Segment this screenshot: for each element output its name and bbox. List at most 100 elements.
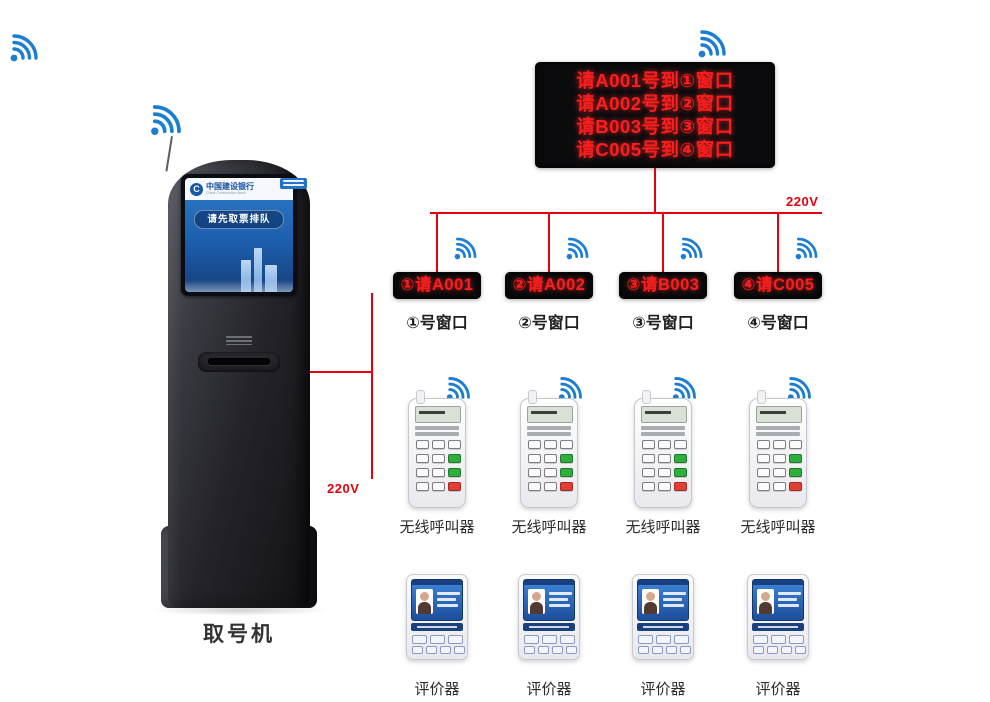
bank-name-en: China Construction Bank	[206, 190, 246, 195]
caller-keypad	[416, 440, 461, 491]
caller-antenna	[642, 390, 651, 404]
window-led-display: ④请C005	[734, 272, 822, 299]
caller-panel-row	[641, 426, 685, 430]
display-line: 请A002号到②窗口	[576, 93, 734, 114]
power-line	[654, 168, 656, 212]
wireless-caller	[408, 390, 466, 508]
wireless-caller	[520, 390, 578, 508]
caller-panel-row	[527, 432, 571, 436]
window-label: ①号窗口	[406, 315, 468, 332]
caller-antenna	[528, 390, 537, 404]
kiosk-power-line	[310, 371, 372, 373]
power-drop-line	[436, 212, 438, 272]
evaluator-buttons	[753, 635, 804, 644]
caller-panel-row	[756, 426, 800, 430]
power-drop-line	[662, 212, 664, 272]
evaluator-screen	[752, 579, 804, 621]
window-label: ④号窗口	[747, 315, 809, 332]
display-line: 请C005号到④窗口	[576, 139, 734, 160]
evaluator-device	[406, 574, 468, 660]
caller-antenna	[416, 390, 425, 404]
caller-panel-row	[756, 432, 800, 436]
wifi-icon	[451, 231, 483, 263]
bank-name: 中国建设银行	[206, 182, 254, 191]
wifi-icon	[784, 370, 818, 404]
evaluator-buttons	[638, 646, 691, 654]
caller-lcd	[756, 406, 802, 423]
caller-lcd	[641, 406, 687, 423]
bank-logo-icon: C	[190, 182, 203, 196]
caller-lcd	[527, 406, 573, 423]
kiosk-screen: C 中国建设银行 China Construction Bank 请先取票排队	[181, 174, 307, 296]
caller-panel-row	[415, 432, 459, 436]
main-led-display: 请A001号到①窗口 请A002号到②窗口 请B003号到③窗口 请C005号到…	[535, 62, 775, 168]
brand-badge	[280, 178, 307, 189]
caller-label: 无线呼叫器	[511, 519, 587, 536]
evaluator-photo	[757, 589, 774, 614]
evaluator-label: 评价器	[755, 681, 801, 698]
bank-header: C 中国建设银行 China Construction Bank	[185, 178, 293, 200]
window-led-display: ②请A002	[505, 272, 593, 299]
evaluator-photo	[416, 589, 433, 614]
evaluator-banner	[411, 623, 463, 631]
wifi-icon	[792, 231, 824, 263]
caller-label: 无线呼叫器	[625, 519, 701, 536]
evaluator-buttons	[412, 635, 463, 644]
display-line: 请A001号到①窗口	[576, 70, 734, 91]
evaluator-buttons	[412, 646, 465, 654]
caller-label: 无线呼叫器	[399, 519, 475, 536]
ticket-kiosk: C 中国建设银行 China Construction Bank 请先取票排队	[161, 160, 317, 608]
caller-lcd	[415, 406, 461, 423]
kiosk-power-line	[371, 293, 373, 479]
building-graphic	[254, 248, 262, 292]
caller-keypad	[528, 440, 573, 491]
evaluator-screen	[411, 579, 463, 621]
caller-keypad	[757, 440, 802, 491]
printer-vent	[226, 336, 252, 345]
evaluator-buttons	[524, 646, 577, 654]
evaluator-banner	[523, 623, 575, 631]
evaluator-buttons	[753, 646, 806, 654]
evaluator-device	[518, 574, 580, 660]
caller-panel-row	[527, 426, 571, 430]
power-label-right: 220V	[786, 194, 819, 209]
ticket-slot	[208, 358, 270, 365]
evaluator-label: 评价器	[640, 681, 686, 698]
screen-glow	[185, 280, 293, 292]
window-label: ②号窗口	[518, 315, 580, 332]
evaluator-banner	[752, 623, 804, 631]
screen-notice: 请先取票排队	[194, 210, 284, 229]
evaluator-label: 评价器	[414, 681, 460, 698]
caller-panel-row	[415, 426, 459, 430]
wireless-caller	[634, 390, 692, 508]
wireless-caller	[749, 390, 807, 508]
wifi-icon	[443, 370, 477, 404]
building-graphic	[241, 260, 251, 292]
evaluator-buttons	[524, 635, 575, 644]
caller-antenna	[757, 390, 766, 404]
display-line: 请B003号到③窗口	[576, 116, 734, 137]
evaluator-device	[632, 574, 694, 660]
caller-panel-row	[641, 432, 685, 436]
caller-keypad	[642, 440, 687, 491]
evaluator-photo	[528, 589, 545, 614]
power-label-left: 220V	[327, 481, 360, 496]
wifi-icon	[694, 22, 734, 62]
kiosk-label: 取号机	[203, 623, 275, 646]
evaluator-screen	[523, 579, 575, 621]
wifi-icon	[563, 231, 595, 263]
evaluator-screen	[637, 579, 689, 621]
caller-label: 无线呼叫器	[740, 519, 816, 536]
window-led-display: ①请A001	[393, 272, 481, 299]
power-drop-line	[548, 212, 550, 272]
evaluator-label: 评价器	[526, 681, 572, 698]
evaluator-device	[747, 574, 809, 660]
building-graphic	[265, 265, 277, 292]
wifi-icon	[677, 231, 709, 263]
power-drop-line	[777, 212, 779, 272]
wifi-icon	[146, 96, 190, 140]
power-bus-line	[430, 212, 822, 214]
evaluator-photo	[642, 589, 659, 614]
evaluator-buttons	[638, 635, 689, 644]
